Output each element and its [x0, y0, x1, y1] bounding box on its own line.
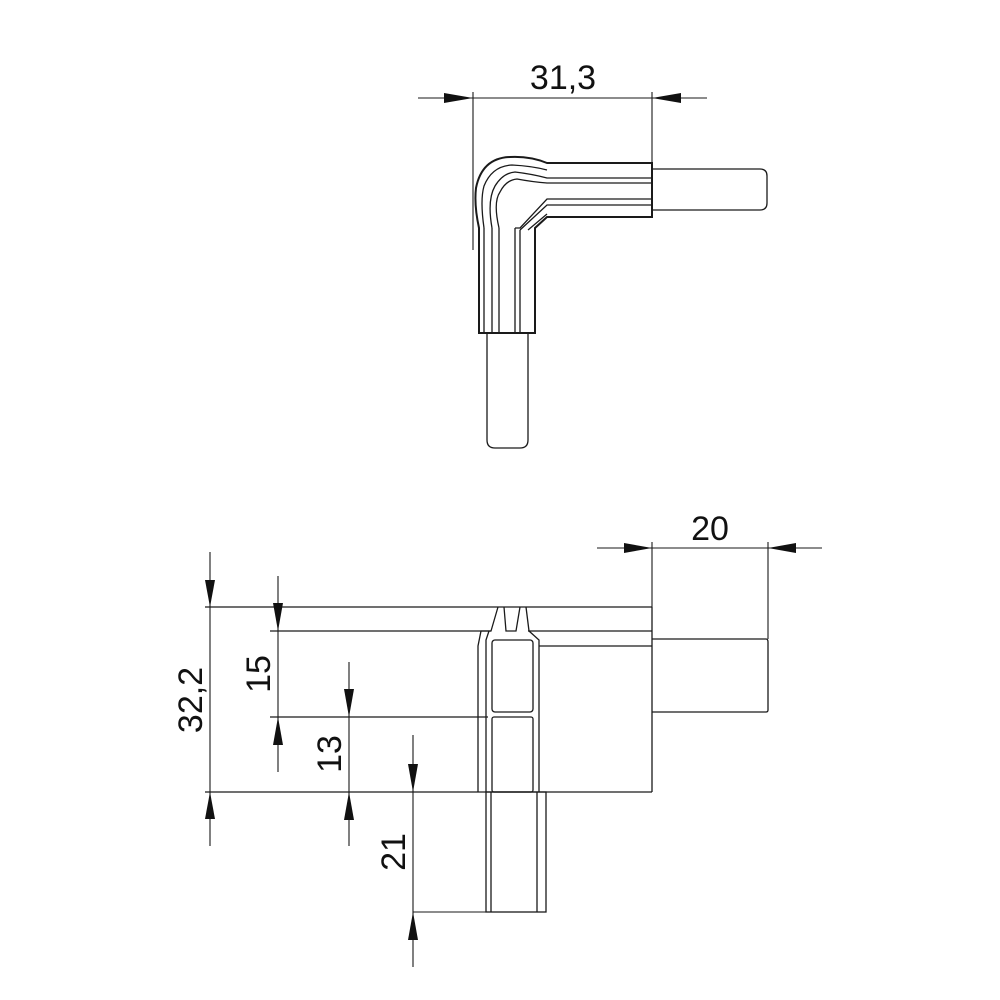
dimension-label-15: 15 — [240, 655, 278, 693]
bottom-prong — [486, 333, 529, 449]
elbow-body — [474, 155, 653, 334]
dimension-label-31-3: 31,3 — [530, 59, 596, 97]
right-prong — [652, 168, 768, 211]
side-body — [205, 606, 653, 793]
dimension-prong-20: 20 — [597, 510, 822, 639]
dimension-width-31-3: 31,3 — [418, 59, 707, 250]
side-stem — [413, 791, 547, 913]
side-right-prong — [652, 638, 769, 713]
dimension-label-13: 13 — [311, 735, 349, 773]
side-view-elbow-connector: 20 32,2 15 13 21 — [172, 510, 822, 967]
top-view-elbow-connector: 31,3 — [418, 59, 768, 449]
dimension-height-15: 15 — [240, 576, 283, 772]
dimension-label-20: 20 — [691, 510, 729, 548]
dimension-height-13: 13 — [311, 662, 354, 846]
dimension-label-32-2: 32,2 — [172, 667, 210, 733]
dimension-stem-21: 21 — [375, 735, 418, 967]
dimension-label-21: 21 — [375, 833, 413, 871]
dimension-height-32-2: 32,2 — [172, 552, 215, 846]
